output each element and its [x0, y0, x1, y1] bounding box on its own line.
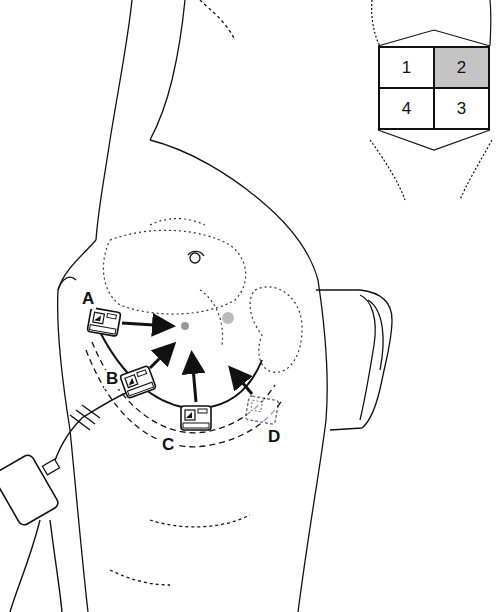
quadrant-number: 1	[402, 58, 411, 78]
probe-position-letter: C	[160, 436, 176, 455]
body-outline	[58, 0, 392, 612]
quadrant-cell: 4	[378, 87, 435, 130]
quadrant-cell: 1	[378, 46, 435, 89]
quadrant-cell: 2	[433, 46, 490, 89]
inset-torso	[370, 0, 492, 200]
ultrasound-device	[0, 453, 60, 527]
probe-d	[245, 396, 279, 425]
probe-b	[120, 366, 156, 399]
probe-position-letter: A	[80, 290, 96, 309]
probe-position-letter: B	[104, 370, 120, 389]
quadrant-number: 4	[402, 99, 411, 119]
target-point	[181, 322, 189, 330]
probe-a	[87, 308, 121, 337]
quadrant-cell: 3	[433, 87, 490, 130]
quadrant-number: 3	[457, 99, 466, 119]
probe-position-letter: D	[266, 428, 282, 447]
quadrant-number: 2	[457, 58, 466, 78]
target-point	[222, 312, 234, 324]
probe-c	[181, 406, 211, 430]
beam-arrow	[122, 323, 252, 402]
organ-outline	[103, 219, 302, 373]
